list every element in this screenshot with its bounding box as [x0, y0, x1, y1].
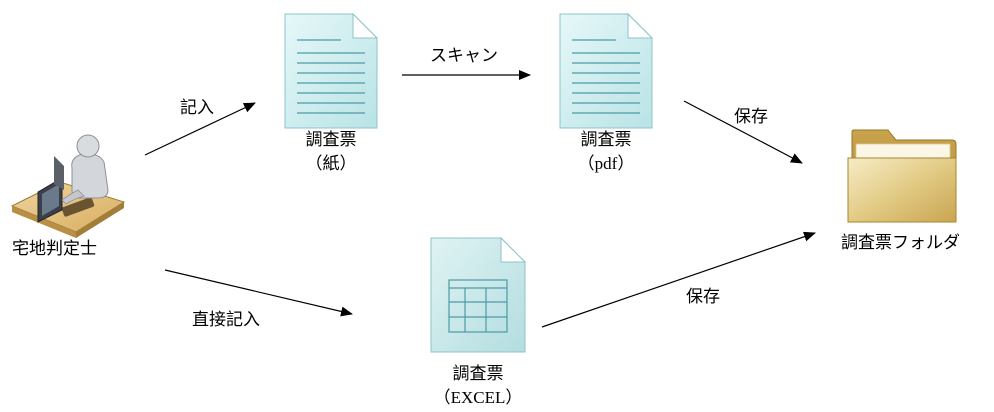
document-subtitle: （紙） — [305, 154, 357, 174]
edge-label-save-pdf: 保存 — [734, 107, 768, 127]
actor-label: 宅地判定士 — [12, 239, 97, 259]
document-title: 調査票 — [452, 364, 504, 384]
folder-label: 調査票フォルダ — [841, 233, 960, 253]
arrow-save-pdf — [683, 100, 803, 164]
edge-label-write: 記入 — [180, 98, 214, 118]
document-icon — [284, 12, 379, 129]
edge-label-save-excel: 保存 — [686, 287, 720, 307]
arrow-write — [144, 102, 256, 156]
document-title: 調査票 — [305, 130, 357, 150]
arrow-direct-write — [164, 269, 353, 317]
document-subtitle: （pdf） — [577, 154, 635, 173]
spreadsheet-document-icon — [430, 236, 527, 353]
arrow-save-excel — [541, 231, 816, 328]
document-icon — [559, 12, 654, 129]
document-subtitle: （EXCEL） — [433, 388, 523, 407]
edge-label-scan: スキャン — [430, 46, 498, 66]
folder-icon — [847, 129, 957, 223]
person-at-computer-icon — [10, 134, 126, 238]
edge-label-direct-write: 直接記入 — [192, 310, 260, 330]
document-title: 調査票 — [580, 130, 632, 150]
